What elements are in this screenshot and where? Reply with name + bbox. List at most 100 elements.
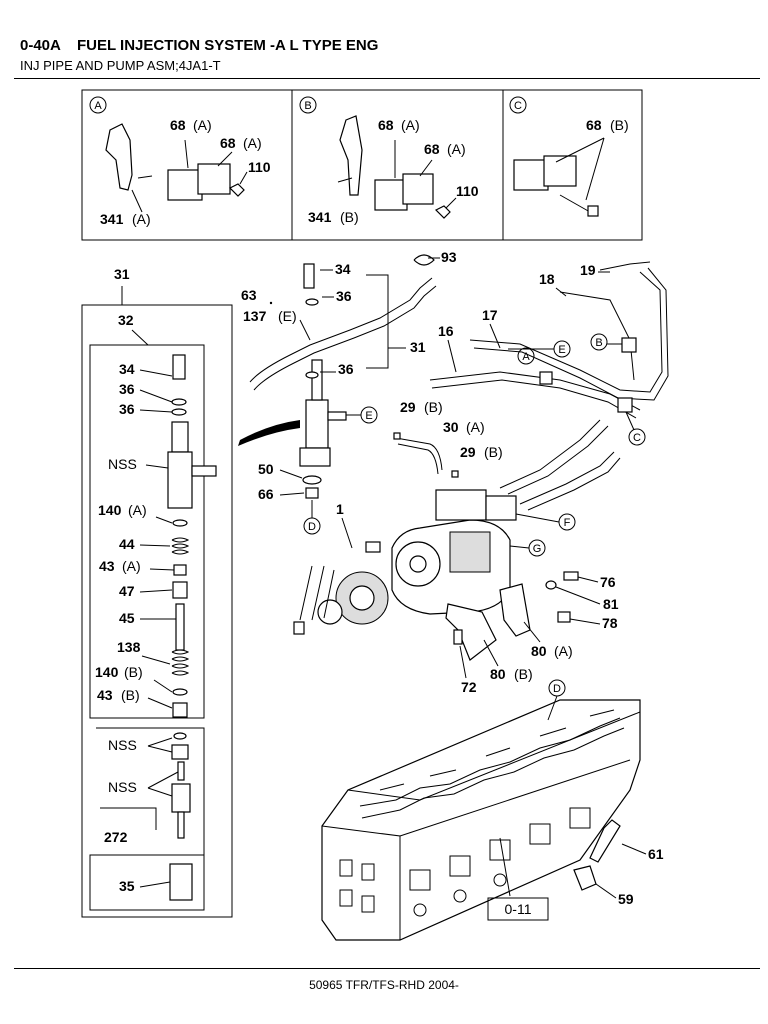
pushrod-45 [175,603,185,651]
clip-68a-1 [167,169,203,201]
label-68b-1: 68 [378,117,394,133]
washer-81 [545,580,557,590]
header-rule [14,78,760,79]
ref-circle-c-pipe [628,428,646,446]
gear-washer [317,599,343,625]
label-19: 19 [580,262,596,278]
svg-text:D: D [308,521,316,533]
svg-text:C: C [633,432,641,444]
ref-circle-a [89,96,107,114]
label-81: 81 [603,596,619,612]
pipe-clamp-b [621,337,637,353]
spring-44 [171,537,190,555]
label-140b: 140 [95,664,119,680]
label-76: 76 [600,574,616,590]
detail-panel-a: A 68 (A) 68 (A) 110 341 (A) [89,96,271,227]
spring-138 [171,649,190,676]
label-47: 47 [119,583,135,599]
footer-rule [14,968,760,969]
shim-140b [172,688,188,696]
spacer-47 [172,581,188,599]
label-32: 32 [118,312,134,328]
ref-letter-c: C [514,100,522,112]
nozzle-pin [173,732,187,740]
holder-upper [171,421,189,453]
ref-letter-b: B [304,100,311,112]
gear-key [365,541,381,553]
label-66: 66 [258,486,274,502]
svg-text:A: A [522,351,530,363]
washer-36-center [305,298,319,306]
nozzle-holder-frame [89,344,205,719]
label-34-left: 34 [119,361,135,377]
page-ref-box[interactable] [487,897,549,921]
holder-body [167,451,193,509]
detail-panels-frame [81,89,643,241]
label-29a: 29 [400,399,416,415]
label-36-center-a: 36 [336,288,352,304]
svg-text:(A): (A) [401,117,420,133]
bolt-72 [453,629,463,645]
washer-36-lower [305,371,319,379]
injector-center-body [305,399,329,449]
label-68a-2: 68 [220,135,236,151]
label-63: 63 [241,287,257,303]
clip-68a-2 [197,163,231,195]
page-ref-0-11: 0-11 [505,901,532,917]
label-59: 59 [618,891,634,907]
svg-text:(A): (A) [447,141,466,157]
label-50: 50 [258,461,274,477]
ref-circle-b-pipe [590,333,608,351]
label-36-center-b: 36 [338,361,354,377]
label-68c: 68 [586,117,602,133]
svg-text:(A): (A) [554,643,573,659]
washer-36-b [171,408,187,416]
label-nss-2: NSS [108,737,137,753]
ref-circle-c [509,96,527,114]
pump-head [435,489,487,521]
svg-text:(B): (B) [340,209,359,225]
bolt-panel-c [587,205,599,217]
holder-inlet [191,465,217,477]
injector-center-top [311,359,323,401]
bracket-80a [499,583,531,637]
label-16: 16 [438,323,454,339]
clip-68b-1 [374,179,408,211]
seat-43b [172,702,188,718]
svg-text:(B): (B) [124,664,143,680]
bolt-76 [563,571,579,581]
svg-text:(A): (A) [132,211,151,227]
label-1: 1 [336,501,344,517]
label-93: 93 [441,249,457,265]
label-18: 18 [539,271,555,287]
page-title: 0-40A FUEL INJECTION SYSTEM -A L TYPE EN… [20,37,379,54]
bracket-341a [105,123,133,191]
label-68a-1: 68 [170,117,186,133]
direction-arrow [238,420,300,446]
clip-68b-2 [402,173,434,205]
label-140a: 140 [98,502,122,518]
label-31-center: 31 [410,339,426,355]
seal-66 [305,487,319,499]
cylinder-head [321,699,641,941]
ref-circle-a-pipe [517,347,535,365]
svg-text:(A): (A) [128,502,147,518]
label-341b: 341 [308,209,332,225]
label-137: 137 [243,308,267,324]
label-nss-1: NSS [108,456,137,472]
svg-text:(A): (A) [243,135,262,151]
svg-text:(A): (A) [122,558,141,574]
label-36-left-a: 36 [119,381,135,397]
label-29b: 29 [460,444,476,460]
injection-pipes [429,261,669,511]
svg-text:(B): (B) [514,666,533,682]
gear-nut [293,621,305,635]
label-43a: 43 [99,558,115,574]
label-138: 138 [117,639,141,655]
svg-text:(A): (A) [466,419,485,435]
svg-text:F: F [564,517,571,529]
bolt-34-left [172,354,186,380]
bolt-78 [557,611,571,623]
nozzle-body [171,783,191,813]
label-110-a: 110 [248,159,271,175]
